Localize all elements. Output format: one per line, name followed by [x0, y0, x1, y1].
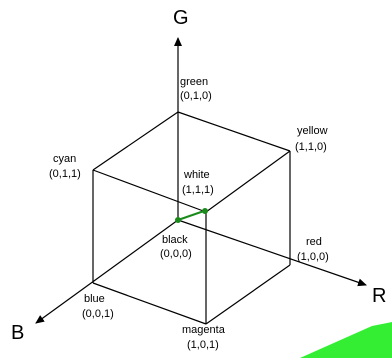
axis-label-b: B	[11, 322, 24, 344]
r-axis-line	[177, 219, 367, 287]
vertex-white-name: white	[183, 169, 210, 181]
vertex-magenta-coord: (1,0,1)	[187, 339, 219, 351]
vertex-white-coord: (1,1,1)	[182, 184, 214, 196]
vertex-yellow-name: yellow	[297, 125, 328, 137]
vertex-cyan-coord: (0,1,1)	[49, 168, 81, 180]
vertex-green-name: green	[180, 76, 208, 88]
b-axis-line	[35, 219, 179, 324]
vertex-green-coord: (0,1,0)	[180, 90, 212, 102]
vertex-black-name: black	[162, 234, 188, 246]
vertex-red-name: red	[306, 236, 322, 248]
cube-edges	[92, 111, 291, 325]
vertex-blue-name: blue	[84, 293, 105, 305]
vertex-black-coord: (0,0,0)	[160, 248, 192, 260]
vertex-yellow-coord: (1,1,0)	[295, 141, 327, 153]
vertex-magenta-name: magenta	[182, 324, 226, 336]
white-vertex-dot	[202, 208, 208, 214]
black-vertex-dot	[175, 217, 181, 223]
axis-label-r: R	[372, 285, 386, 307]
axis-label-g: G	[173, 7, 189, 29]
vertex-red-coord: (1,0,0)	[297, 251, 329, 263]
vertex-cyan-name: cyan	[53, 153, 76, 165]
corner-green-accent	[300, 322, 392, 358]
black-white-diagonal	[177, 210, 205, 221]
vertex-blue-coord: (0,0,1)	[82, 308, 114, 320]
